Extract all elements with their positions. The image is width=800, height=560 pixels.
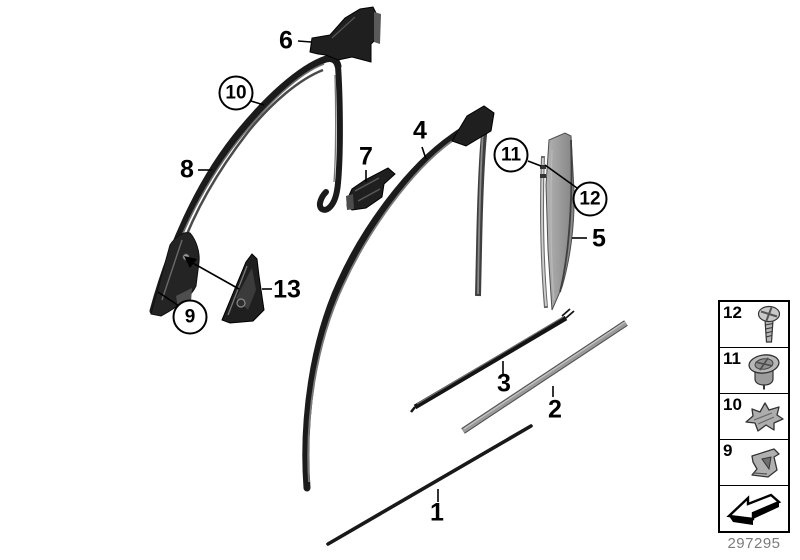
screw-icon	[757, 305, 781, 343]
upper-corner-cover	[309, 6, 381, 63]
figure-code: 297295	[727, 535, 781, 552]
hardware-legend: 12 11 10	[718, 300, 790, 533]
legend-row-9[interactable]: 9	[720, 440, 788, 486]
legend-number-11: 11	[723, 349, 741, 368]
callout-11[interactable]: 11	[493, 137, 529, 173]
spring-clip-icon	[751, 447, 780, 478]
pillar-trim-fastener-strip	[540, 155, 548, 309]
outer-weatherstrip	[410, 308, 575, 413]
inner-weatherstrip	[461, 320, 628, 434]
callout-7[interactable]: 7	[359, 142, 373, 171]
leader-lines	[157, 40, 587, 502]
callout-13[interactable]: 13	[273, 275, 301, 304]
legend-number-9: 9	[723, 441, 733, 460]
callout-1[interactable]: 1	[430, 498, 444, 527]
callout-10[interactable]: 10	[218, 75, 254, 111]
callout-4[interactable]: 4	[413, 116, 427, 145]
legend-row-10[interactable]: 10	[720, 394, 788, 440]
window-guide-frame	[302, 105, 495, 492]
callout-12[interactable]: 12	[572, 181, 608, 217]
b-pillar-trim-panel	[545, 132, 575, 311]
lower-trim-strip	[326, 424, 533, 546]
legend-row-11[interactable]: 11	[720, 348, 788, 394]
legend-number-10: 10	[723, 395, 742, 414]
callout-6[interactable]: 6	[279, 26, 293, 55]
guide-bracket	[346, 167, 396, 211]
legend-row-direction[interactable]	[720, 486, 788, 531]
assembly-arrow	[184, 256, 240, 290]
grommet-nut-icon	[748, 353, 780, 389]
retaining-clip-icon	[745, 401, 784, 432]
direction-arrow-icon	[726, 493, 782, 525]
callout-2[interactable]: 2	[548, 395, 562, 424]
legend-number-12: 12	[723, 303, 742, 322]
callout-8[interactable]: 8	[180, 155, 194, 184]
legend-row-12[interactable]: 12	[720, 302, 788, 348]
mirror-triangle-trim	[221, 253, 265, 324]
callout-5[interactable]: 5	[592, 224, 606, 253]
window-guide-top-cap	[451, 105, 495, 147]
callout-3[interactable]: 3	[497, 369, 511, 398]
callout-9[interactable]: 9	[172, 299, 208, 335]
